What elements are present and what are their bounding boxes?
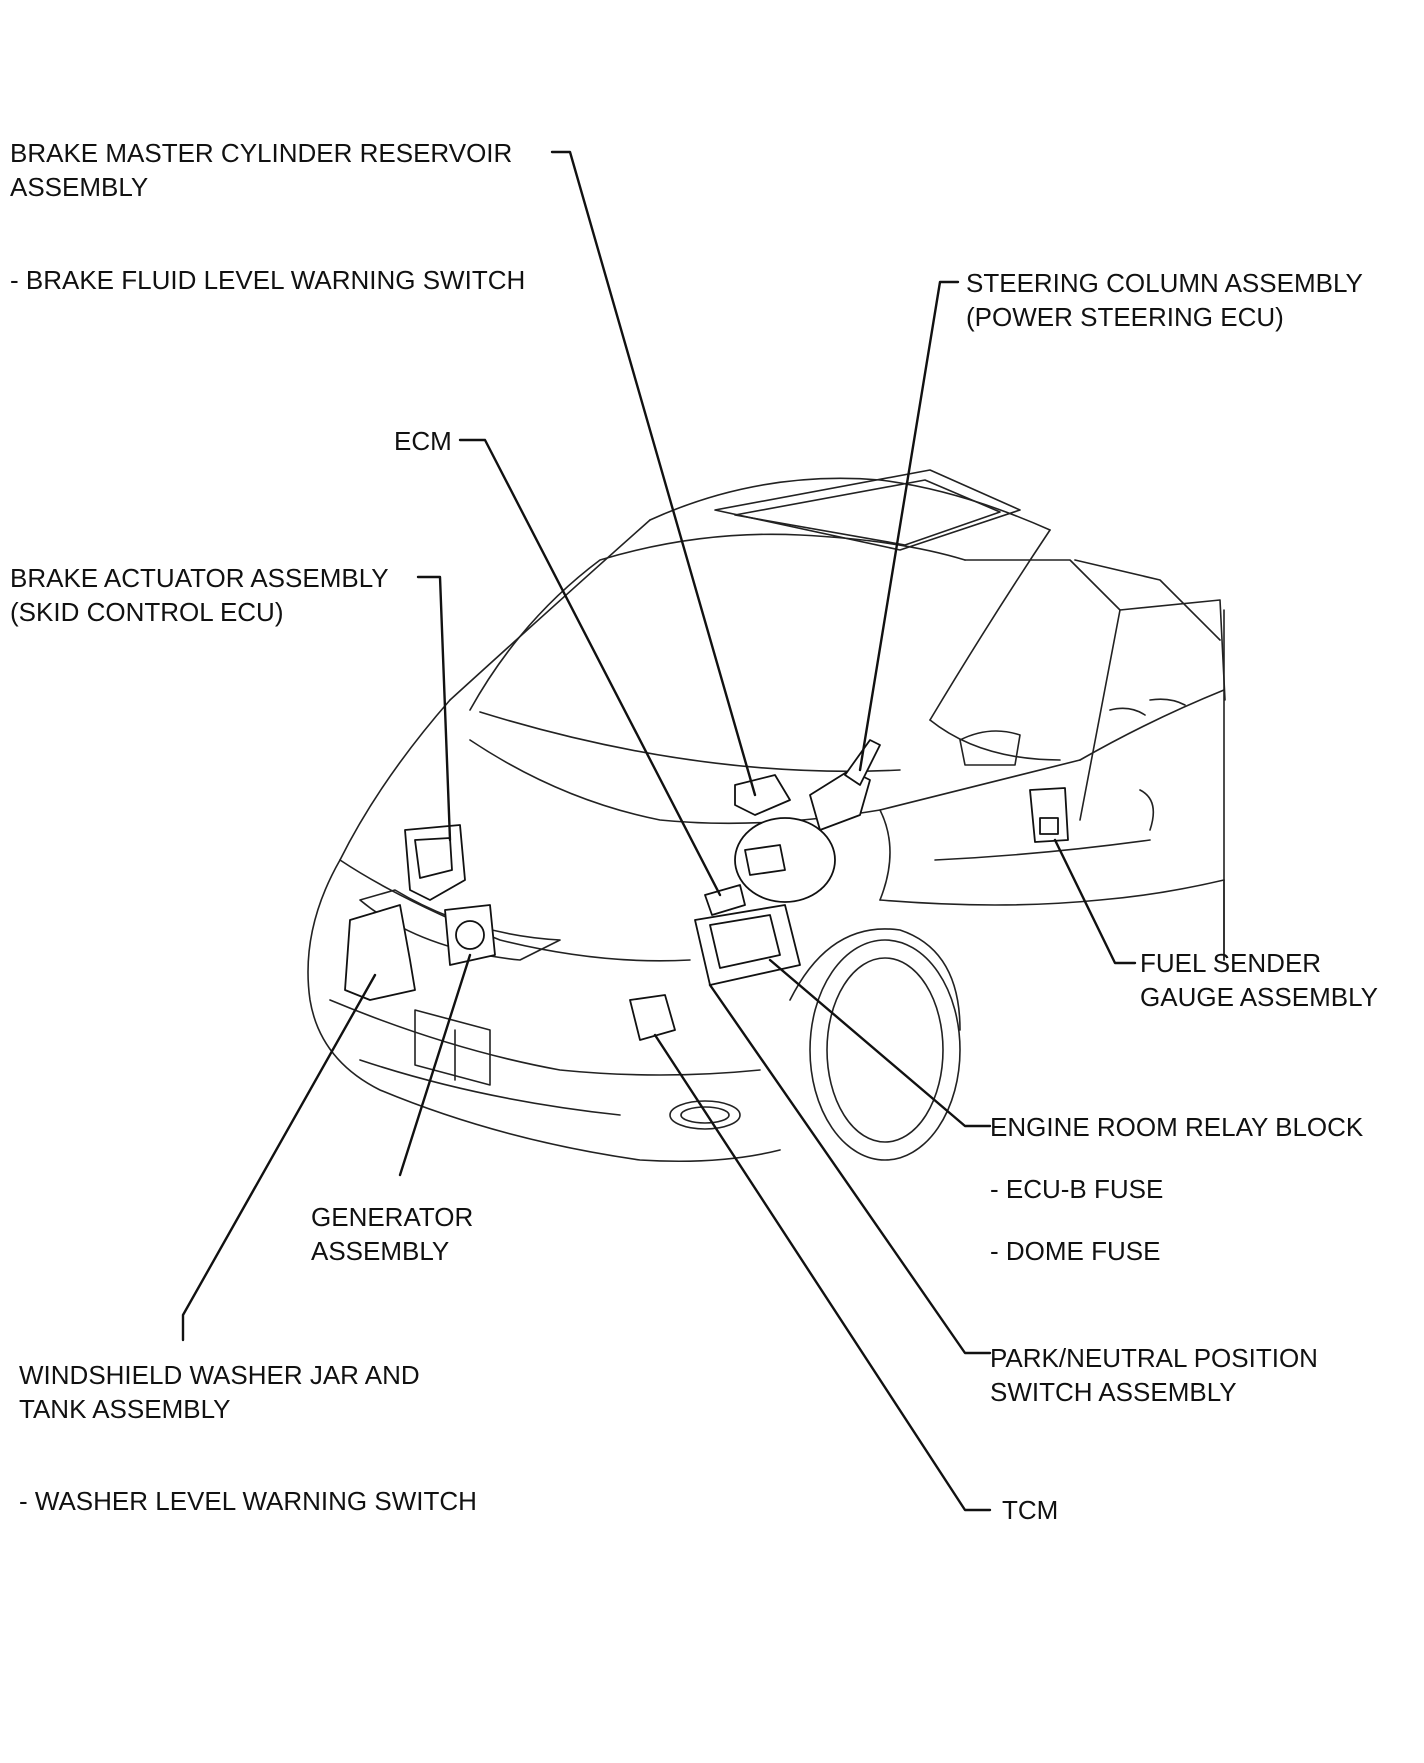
leader-ecm: [458, 438, 722, 897]
brake-booster-part: [734, 817, 836, 903]
label-line: GAUGE ASSEMBLY: [1140, 982, 1378, 1012]
washer-tank-part: [344, 904, 416, 1001]
label-line: ECM: [394, 426, 452, 456]
label-line: WINDSHIELD WASHER JAR AND: [19, 1360, 420, 1390]
leader-relay-block: [768, 958, 992, 1128]
leader-brake-master: [550, 150, 757, 797]
label-line: - DOME FUSE: [990, 1236, 1161, 1266]
label-park-neutral-switch: PARK/NEUTRAL POSITION SWITCH ASSEMBLY: [990, 1341, 1318, 1409]
label-brake-fluid-switch: - BRAKE FLUID LEVEL WARNING SWITCH: [10, 263, 525, 297]
label-engine-room-relay-block: ENGINE ROOM RELAY BLOCK: [990, 1110, 1363, 1144]
label-brake-master-cylinder: BRAKE MASTER CYLINDER RESERVOIR ASSEMBLY: [10, 136, 512, 204]
label-line: ASSEMBLY: [10, 172, 149, 202]
leader-tcm: [653, 1033, 992, 1512]
label-line: BRAKE ACTUATOR ASSEMBLY: [10, 563, 389, 593]
label-line: FUEL SENDER: [1140, 948, 1322, 978]
steering-column-part: [809, 769, 871, 831]
label-ecm: ECM: [394, 424, 452, 458]
label-line: TANK ASSEMBLY: [19, 1394, 231, 1424]
label-line: BRAKE MASTER CYLINDER RESERVOIR: [10, 138, 513, 168]
brake-master-reservoir-part: [734, 774, 791, 816]
label-line: SWITCH ASSEMBLY: [990, 1377, 1237, 1407]
label-line: - BRAKE FLUID LEVEL WARNING SWITCH: [10, 265, 526, 295]
label-washer-level-switch: - WASHER LEVEL WARNING SWITCH: [19, 1484, 477, 1518]
label-tcm: TCM: [1002, 1493, 1058, 1527]
label-dome-fuse: - DOME FUSE: [990, 1234, 1160, 1268]
label-line: TCM: [1002, 1495, 1059, 1525]
component-parts: [344, 739, 1069, 1041]
leader-steering: [858, 280, 960, 772]
label-line: PARK/NEUTRAL POSITION: [990, 1343, 1318, 1373]
leader-generator: [398, 953, 472, 1177]
leader-lines: [181, 150, 1137, 1512]
label-generator: GENERATOR ASSEMBLY: [311, 1200, 473, 1268]
label-ecu-b-fuse: - ECU-B FUSE: [990, 1172, 1163, 1206]
label-line: - WASHER LEVEL WARNING SWITCH: [19, 1486, 477, 1516]
label-line: ENGINE ROOM RELAY BLOCK: [990, 1112, 1364, 1142]
tcm-part: [629, 994, 676, 1041]
label-line: GENERATOR: [311, 1202, 474, 1232]
label-line: (SKID CONTROL ECU): [10, 597, 284, 627]
label-line: (POWER STEERING ECU): [966, 302, 1284, 332]
label-steering-column: STEERING COLUMN ASSEMBLY (POWER STEERING…: [966, 266, 1363, 334]
car-outline: [307, 469, 1226, 1163]
leader-washer: [181, 973, 377, 1342]
leader-brake-actuator: [416, 575, 452, 842]
label-windshield-washer: WINDSHIELD WASHER JAR AND TANK ASSEMBLY: [19, 1358, 420, 1426]
label-line: - ECU-B FUSE: [990, 1174, 1164, 1204]
leader-fuel-sender: [1053, 838, 1137, 965]
label-line: ASSEMBLY: [311, 1236, 450, 1266]
label-brake-actuator: BRAKE ACTUATOR ASSEMBLY (SKID CONTROL EC…: [10, 561, 389, 629]
leader-park-neutral: [708, 983, 992, 1355]
label-line: STEERING COLUMN ASSEMBLY: [966, 268, 1363, 298]
label-fuel-sender: FUEL SENDER GAUGE ASSEMBLY: [1140, 946, 1378, 1014]
ecm-part: [704, 884, 746, 916]
